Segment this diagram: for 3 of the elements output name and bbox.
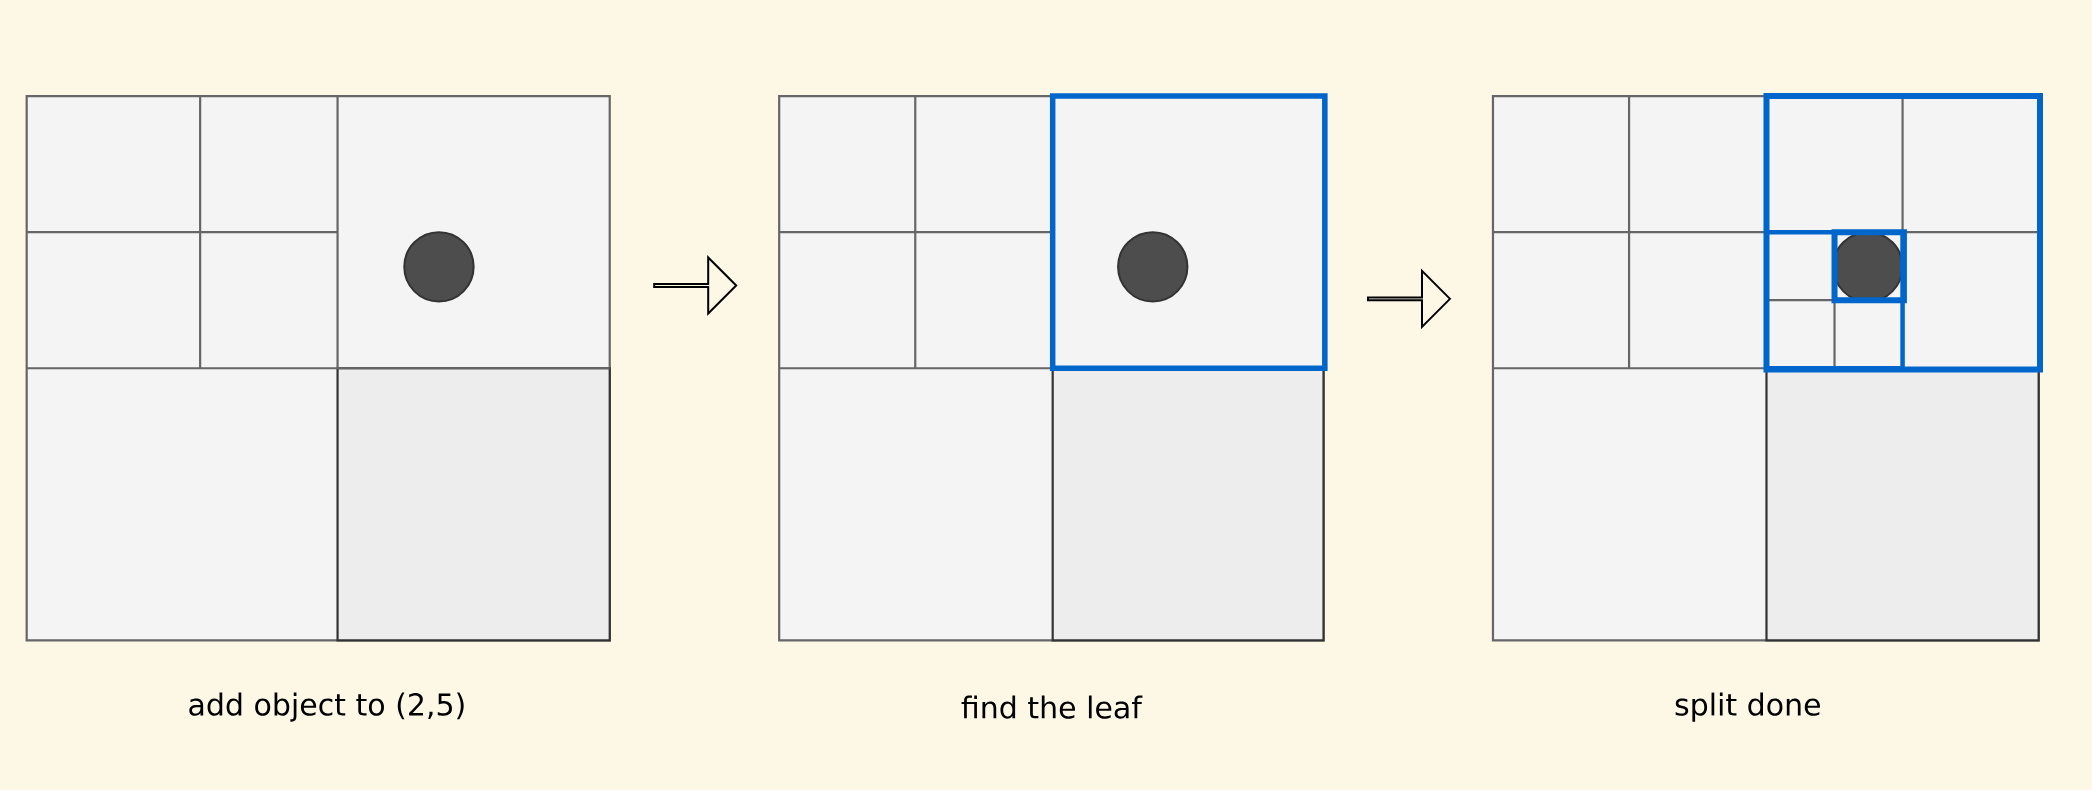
panel-label: find the leaf xyxy=(961,695,1143,719)
panel-label: split done xyxy=(1675,692,1820,722)
panel-label: add object to (2,5) xyxy=(189,692,464,722)
